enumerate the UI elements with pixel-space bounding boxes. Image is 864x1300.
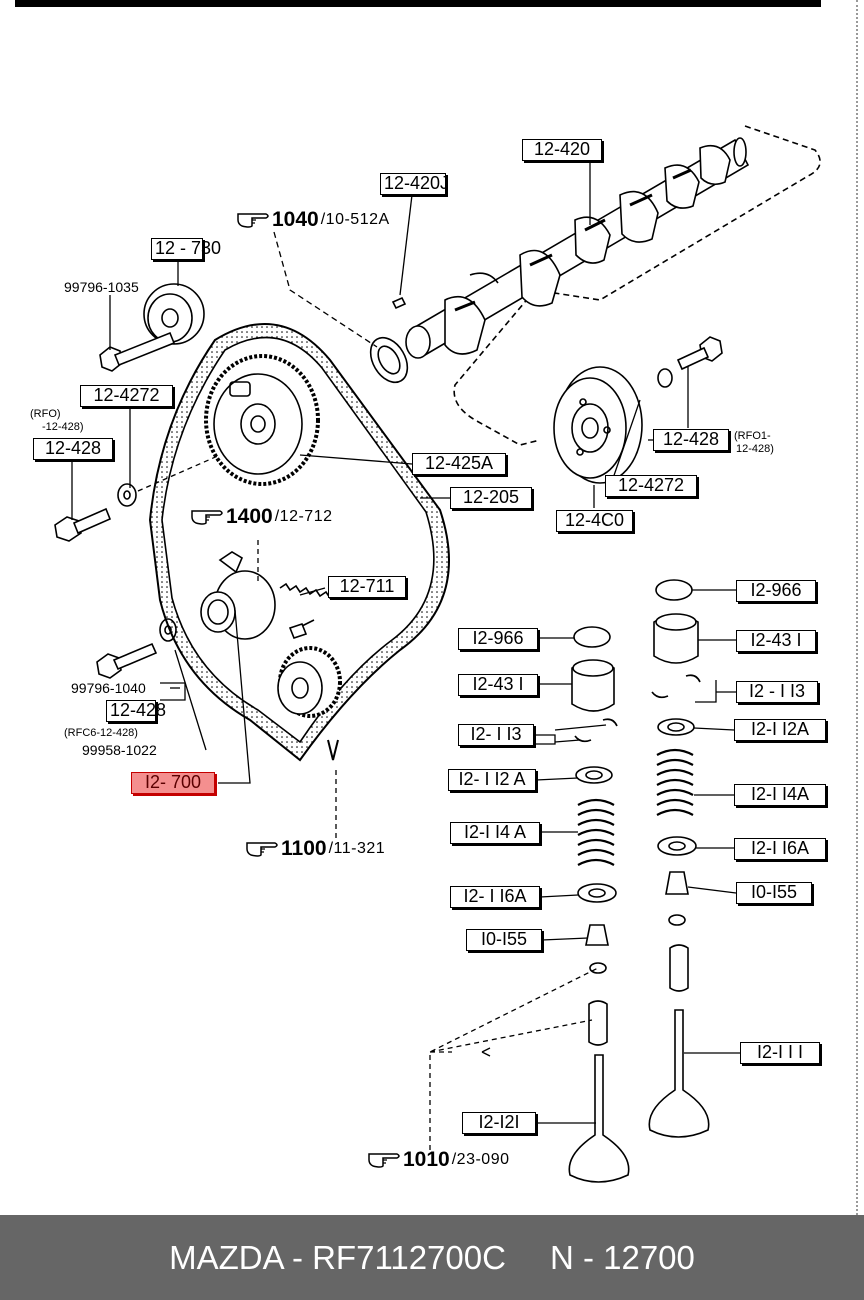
note-rfo-right: (RFO1- [734,430,771,442]
label-12-116A-left[interactable]: I2- I I6A [450,886,540,908]
right-valve-stack [648,579,710,1138]
valve-leader-lines [429,589,740,1150]
label-99796-1040: 99796-1040 [71,680,146,696]
camshaft-key [391,296,407,310]
ref-1040-sub: /10-512A [320,211,390,228]
ref-1100-sub: /11-321 [328,840,386,857]
oil-seal [369,336,409,384]
bolt-crank-pulley [676,336,723,371]
label-12-4272-top[interactable]: 12-4272 [80,385,173,407]
ref-1400-sub: /12-712 [274,508,333,525]
idler-pulley [143,283,205,345]
left-valve-stack [568,626,630,1183]
label-12-711[interactable]: 12-711 [328,576,406,598]
ref-1040[interactable]: 1040 /10-512A [236,207,390,233]
label-10-155-right[interactable]: I0-I55 [736,882,812,904]
note-rfo-top: (RFO) [30,408,61,420]
label-12-121[interactable]: I2-I2I [462,1112,536,1134]
washer-right [657,368,673,388]
label-12-111[interactable]: I2-I I I [740,1042,820,1064]
crankshaft-sprocket [277,646,342,718]
pointing-hand-icon [246,842,278,857]
label-10-155-left[interactable]: I0-I55 [466,929,542,951]
label-12-113-left[interactable]: I2- I I3 [458,724,534,746]
label-12-112A-left[interactable]: I2- I I2 A [448,769,536,791]
label-12-420J[interactable]: 12-420J [380,173,449,195]
camshaft-group-outline [453,125,821,446]
parts-diagram [54,125,821,1183]
note-rfo-right-2: 12-428) [736,443,774,455]
label-12-4272-right[interactable]: 12-4272 [605,475,697,497]
label-12-114A-left[interactable]: I2-I I4 A [450,822,540,844]
label-12-700-highlighted[interactable]: I2- 700 [131,772,215,794]
ref-1010[interactable]: 1010 /23-090 [367,1147,509,1173]
label-99796-1035: 99796-1035 [64,279,139,295]
footer-caption: MAZDA - RF7112700C N - 12700 [0,1215,864,1300]
note-rfo-top-2: -12-428) [42,421,84,433]
ref-1040-number: 1040 [272,208,319,231]
label-12-431-right[interactable]: I2-43 I [736,630,816,652]
pointing-hand-icon [237,213,269,228]
camshaft [405,137,750,359]
note-rfc6: (RFC6-12-428) [64,727,138,739]
footer-number: N - 12700 [549,1238,695,1276]
scan-edge [856,0,864,1215]
label-12-428-left[interactable]: 12-428 [33,438,113,460]
top-border [15,0,821,7]
crankshaft-pulley [553,366,643,484]
ref-1400-number: 1400 [226,505,273,528]
tensioner-stud [288,619,315,639]
camshaft-sprocket [204,354,320,486]
ref-1010-sub: /23-090 [451,1151,510,1168]
pointing-hand-icon [191,510,223,525]
label-12-116A-right[interactable]: I2-I I6A [734,838,826,860]
label-12-431-left[interactable]: I2-43 I [458,674,538,696]
tensioner-spring [279,582,337,600]
bolt-idler [99,331,176,372]
pointing-hand-icon [368,1153,400,1168]
footer-brand-part: MAZDA - RF7112700C [169,1238,506,1276]
label-12-428-low[interactable]: 12-428 [106,700,166,722]
leader-lines [71,162,689,840]
label-12-4C0[interactable]: 12-4C0 [556,510,633,532]
label-12-420[interactable]: 12-420 [522,139,602,161]
label-12-113-right[interactable]: I2 - I I3 [736,681,818,703]
label-12-205[interactable]: 12-205 [450,487,532,509]
label-12-425A[interactable]: 12-425A [412,453,506,475]
label-12-730[interactable]: 12 - 730 [151,238,221,260]
label-99958-1022: 99958-1022 [82,742,157,758]
washer-left [117,483,137,507]
label-12-428-right[interactable]: 12-428 [653,429,729,451]
ref-1100[interactable]: 1100 /11-321 [245,836,385,862]
belt-tensioner [200,551,276,640]
bolt-sprocket [54,507,112,542]
label-12-112A-right[interactable]: I2-I I2A [734,719,826,741]
ref-1400[interactable]: 1400 /12-712 [190,504,332,530]
bolt-tensioner [96,642,158,679]
ref-1010-number: 1010 [403,1148,450,1171]
ref-1100-number: 1100 [281,837,327,860]
label-12-966-left[interactable]: I2-966 [458,628,538,650]
label-12-966-right[interactable]: I2-966 [736,580,816,602]
label-12-114A-right[interactable]: I2-I I4A [734,784,826,806]
